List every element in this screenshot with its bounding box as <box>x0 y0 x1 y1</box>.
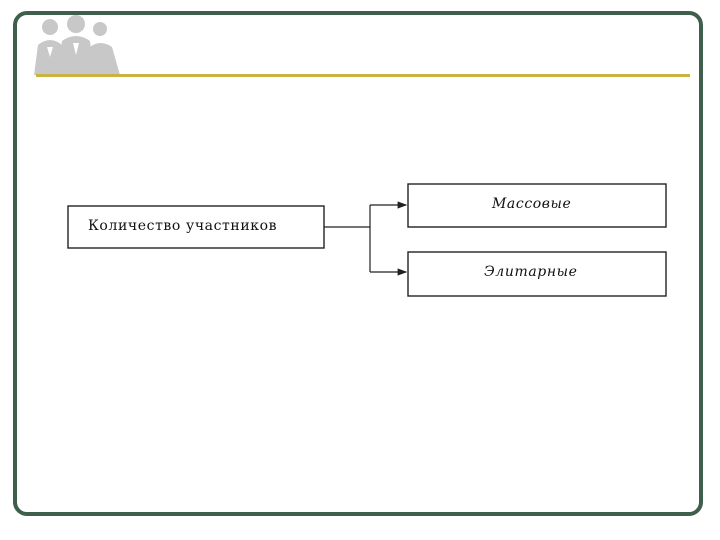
target-label-elitarnye: Элитарные <box>484 264 578 280</box>
target-box-massovye <box>407 183 667 228</box>
header-rule <box>36 74 690 77</box>
business-people-logo-icon <box>34 15 120 75</box>
target-label-massovye: Массовые <box>492 196 572 212</box>
source-label: Количество участников <box>88 218 278 234</box>
target-box-elitarnye <box>407 251 667 297</box>
